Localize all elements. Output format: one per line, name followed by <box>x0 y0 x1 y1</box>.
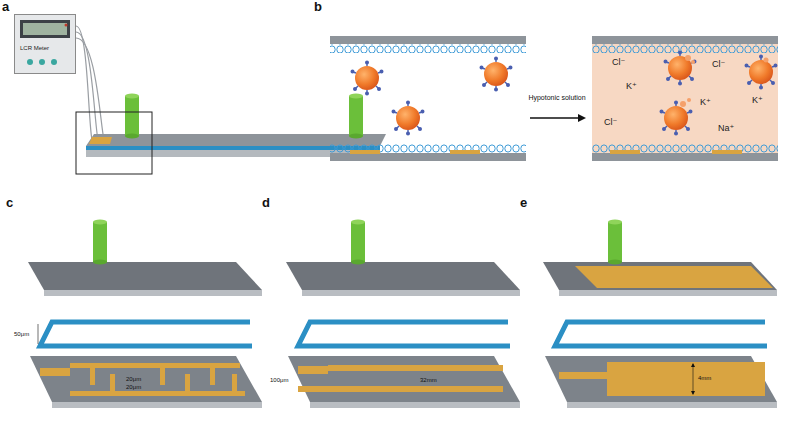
lcr-meter-body <box>14 14 76 74</box>
panel-letter: b <box>314 0 322 14</box>
dimension: 32mm <box>420 377 437 384</box>
panel-letter: d <box>262 196 270 210</box>
ion-label: Cl⁻ <box>712 60 725 70</box>
lcr-meter: LCR Meter <box>14 14 76 74</box>
process-label: Hypotonic solution <box>527 94 587 102</box>
channel-after <box>592 36 778 161</box>
electrode-chip-e <box>543 220 777 409</box>
dimension: 50μm <box>14 331 29 338</box>
dimension: 20μm <box>126 384 141 391</box>
hypotonic-arrow <box>530 114 586 122</box>
dimension: 100μm <box>270 377 288 384</box>
dimension: 4mm <box>698 375 711 382</box>
ion-label: Cl⁻ <box>612 58 625 68</box>
meter-wires <box>76 26 104 140</box>
ion-label: K⁺ <box>700 98 711 108</box>
ion-label: Cl⁻ <box>604 118 617 128</box>
device-label: LCR Meter <box>15 15 75 51</box>
panel-letter: c <box>6 196 13 210</box>
ion-label: K⁺ <box>626 82 637 92</box>
channel-before <box>330 36 526 161</box>
panel-letter: e <box>520 196 527 210</box>
ion-label: Na⁺ <box>718 124 734 134</box>
electrode-chip-d <box>286 220 520 409</box>
dimension: 20μm <box>126 376 141 383</box>
electrode-chip-c <box>28 220 262 409</box>
panel-letter: a <box>2 0 9 14</box>
sensor-chip <box>76 94 386 175</box>
ion-label: K⁺ <box>752 96 763 106</box>
